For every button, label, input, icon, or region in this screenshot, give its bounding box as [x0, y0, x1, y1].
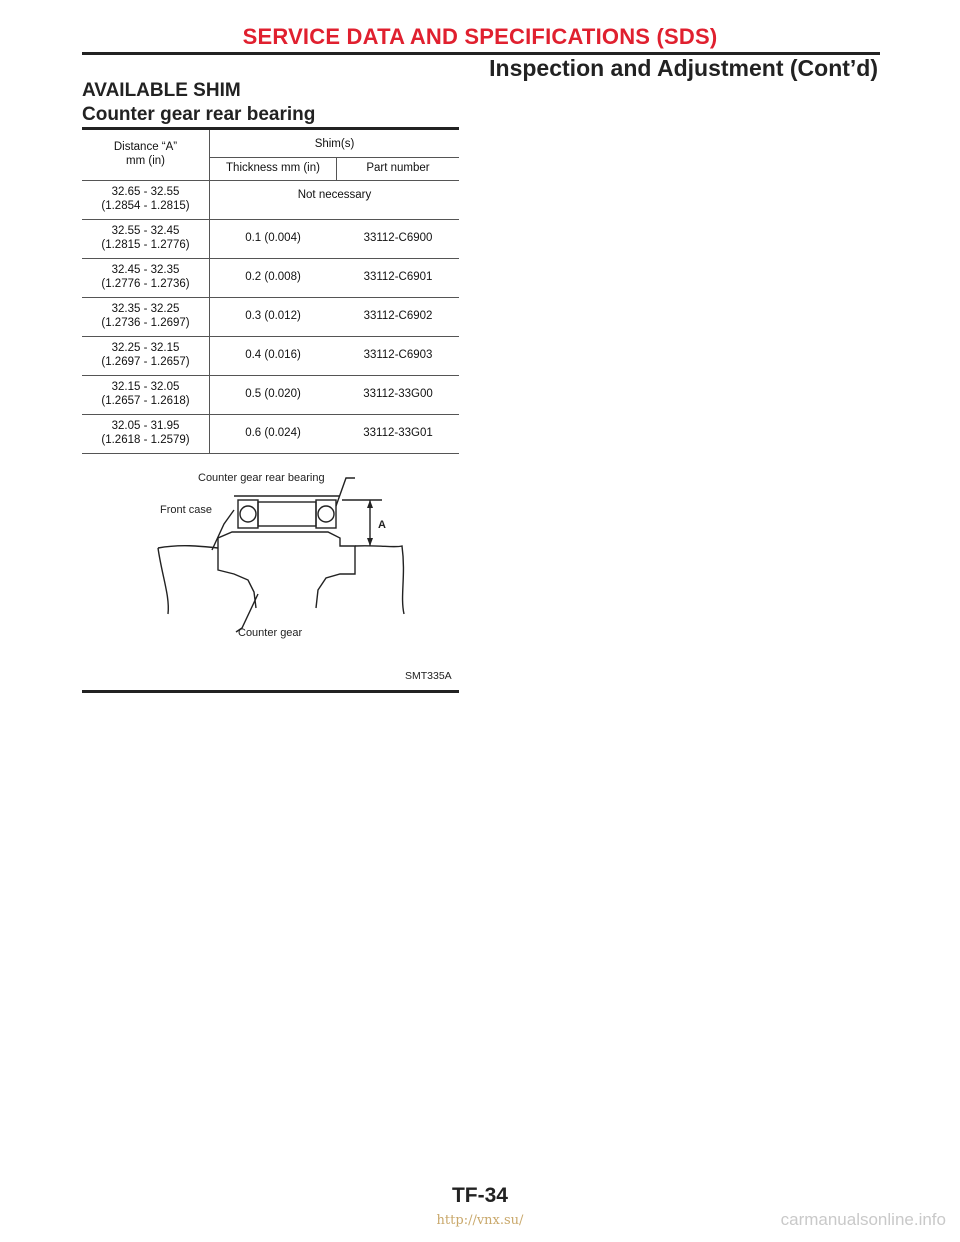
table-header: Distance “A” mm (in) Shim(s) Thickness m…	[82, 130, 459, 181]
distance-mm: 32.55 - 32.45	[111, 225, 180, 237]
distance-in: (1.2854 - 1.2815)	[101, 200, 190, 212]
header-distance-line2: mm (in)	[126, 155, 165, 167]
distance-mm: 32.35 - 32.25	[111, 303, 180, 315]
header-rule	[82, 52, 880, 55]
label-front-case: Front case	[160, 504, 212, 516]
counter-gear-diagram: Counter gear rear bearing Front case A C…	[157, 472, 405, 639]
figure-id: SMT335A	[405, 670, 452, 682]
header-part-number: Part number	[366, 162, 430, 174]
row-divider	[209, 337, 210, 375]
footer-url-link[interactable]: http://vnx.su/	[436, 1213, 524, 1228]
distance-in: (1.2736 - 1.2697)	[101, 317, 190, 329]
header-distance: Distance “A” mm (in)	[82, 130, 209, 180]
label-a: A	[378, 519, 386, 531]
distance-mm: 32.05 - 31.95	[111, 420, 180, 432]
table-row: 32.55 - 32.45 (1.2815 - 1.2776) 0.1 (0.0…	[82, 220, 459, 259]
row-divider	[209, 259, 210, 297]
thickness-cell: 0.3 (0.012)	[245, 310, 301, 322]
part-number-cell: 33112-C6903	[363, 349, 433, 361]
distance-in: (1.2618 - 1.2579)	[101, 434, 190, 446]
row-divider	[209, 415, 210, 453]
thickness-cell: 0.2 (0.008)	[245, 271, 301, 283]
distance-cell: 32.25 - 32.15 (1.2697 - 1.2657)	[82, 337, 209, 375]
row-divider	[209, 181, 210, 219]
thickness-cell: 0.4 (0.016)	[245, 349, 301, 361]
distance-in: (1.2776 - 1.2736)	[101, 278, 190, 290]
table-row: 32.15 - 32.05 (1.2657 - 1.2618) 0.5 (0.0…	[82, 376, 459, 415]
section-subtitle: Counter gear rear bearing	[82, 104, 316, 125]
table-row: 32.45 - 32.35 (1.2776 - 1.2736) 0.2 (0.0…	[82, 259, 459, 298]
page-number: TF-34	[451, 1184, 508, 1207]
distance-in: (1.2657 - 1.2618)	[101, 395, 190, 407]
distance-mm: 32.25 - 32.15	[111, 342, 180, 354]
distance-mm: 32.45 - 32.35	[111, 264, 180, 276]
distance-cell: 32.65 - 32.55 (1.2854 - 1.2815)	[82, 181, 209, 219]
header-divider-2	[336, 158, 337, 180]
part-number-cell: 33112-33G01	[363, 427, 433, 439]
distance-mm: 32.65 - 32.55	[111, 186, 180, 198]
row-divider	[209, 220, 210, 258]
label-bearing: Counter gear rear bearing	[198, 472, 325, 484]
watermark: carmanualsonline.info	[780, 1210, 946, 1229]
part-number-cell: 33112-C6900	[363, 232, 433, 244]
header-subtitle: Inspection and Adjustment (Cont’d)	[489, 55, 878, 81]
header-subdivider	[210, 157, 459, 158]
header-thickness: Thickness mm (in)	[226, 162, 320, 174]
section-header: SERVICE DATA AND SPECIFICATIONS (SDS)	[242, 24, 718, 49]
distance-cell: 32.05 - 31.95 (1.2618 - 1.2579)	[82, 415, 209, 453]
distance-cell: 32.15 - 32.05 (1.2657 - 1.2618)	[82, 376, 209, 414]
table-row: 32.25 - 32.15 (1.2697 - 1.2657) 0.4 (0.0…	[82, 337, 459, 376]
section-bottom-rule	[82, 690, 459, 693]
distance-in: (1.2697 - 1.2657)	[101, 356, 190, 368]
table-row: 32.35 - 32.25 (1.2736 - 1.2697) 0.3 (0.0…	[82, 298, 459, 337]
header-divider	[209, 130, 210, 180]
section-title: AVAILABLE SHIM	[82, 80, 241, 101]
table-row: 32.65 - 32.55 (1.2854 - 1.2815) Not nece…	[82, 181, 459, 220]
shim-table: Distance “A” mm (in) Shim(s) Thickness m…	[82, 127, 459, 454]
part-number-cell: 33112-C6902	[363, 310, 433, 322]
row-divider	[209, 376, 210, 414]
distance-mm: 32.15 - 32.05	[111, 381, 180, 393]
thickness-cell: 0.6 (0.024)	[245, 427, 301, 439]
distance-cell: 32.55 - 32.45 (1.2815 - 1.2776)	[82, 220, 209, 258]
thickness-cell: 0.1 (0.004)	[245, 232, 301, 244]
label-counter-gear: Counter gear	[238, 627, 303, 639]
table-top-rule	[82, 127, 459, 130]
not-necessary-cell: Not necessary	[297, 189, 372, 201]
table-row: 32.05 - 31.95 (1.2618 - 1.2579) 0.6 (0.0…	[82, 415, 459, 454]
distance-in: (1.2815 - 1.2776)	[101, 239, 190, 251]
part-number-cell: 33112-C6901	[363, 271, 433, 283]
distance-cell: 32.45 - 32.35 (1.2776 - 1.2736)	[82, 259, 209, 297]
header-shim: Shim(s)	[314, 138, 355, 150]
distance-cell: 32.35 - 32.25 (1.2736 - 1.2697)	[82, 298, 209, 336]
thickness-cell: 0.5 (0.020)	[245, 388, 301, 400]
header-distance-line1: Distance “A”	[113, 141, 178, 153]
part-number-cell: 33112-33G00	[363, 388, 433, 400]
row-divider	[209, 298, 210, 336]
